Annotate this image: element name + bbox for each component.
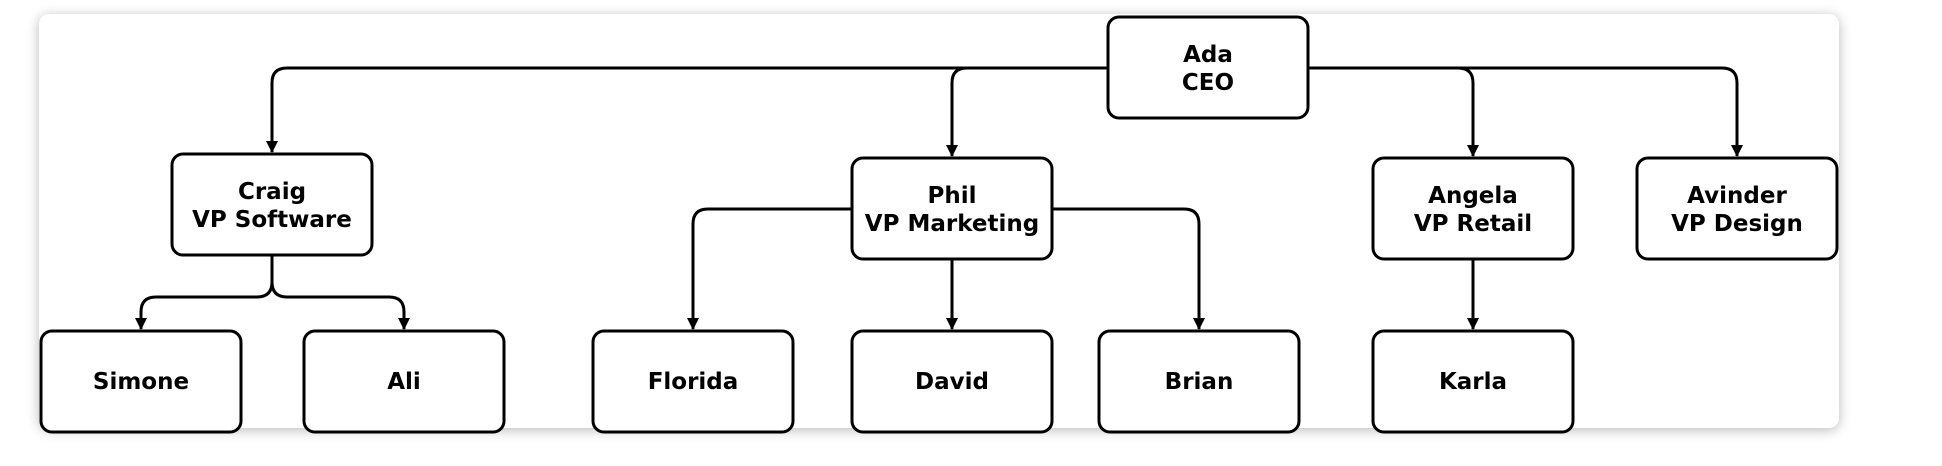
edge-ada-avinder	[1308, 66, 1743, 157]
node-phil-name: Phil	[928, 183, 977, 209]
node-phil-role: VP Marketing	[865, 211, 1039, 237]
node-angela-role: VP Retail	[1414, 211, 1532, 237]
node-avinder-name: Avinder	[1687, 183, 1787, 209]
edge-ada-craig	[266, 66, 1108, 153]
edge-ada-phil	[946, 66, 1108, 157]
edge-craig-simone	[135, 255, 274, 330]
node-ada[interactable]: Ada CEO	[1106, 15, 1310, 120]
node-florida-name: Florida	[648, 369, 739, 395]
node-david-name: David	[915, 369, 989, 395]
edge-phil-florida	[687, 207, 852, 330]
node-craig-name: Craig	[238, 179, 306, 205]
node-avinder[interactable]: Avinder VP Design	[1635, 156, 1839, 261]
node-ada-name: Ada	[1183, 42, 1233, 68]
node-karla-name: Karla	[1439, 369, 1507, 395]
node-david[interactable]: David	[850, 329, 1054, 434]
node-ali-name: Ali	[387, 369, 421, 395]
node-simone-name: Simone	[93, 369, 189, 395]
node-simone[interactable]: Simone	[39, 329, 243, 434]
node-ada-role: CEO	[1182, 70, 1234, 96]
node-brian[interactable]: Brian	[1097, 329, 1301, 434]
node-ali[interactable]: Ali	[302, 329, 506, 434]
node-craig-role: VP Software	[192, 207, 352, 233]
edge-phil-brian	[1052, 207, 1205, 330]
node-karla[interactable]: Karla	[1371, 329, 1575, 434]
edge-craig-ali	[270, 255, 410, 330]
node-angela-name: Angela	[1428, 183, 1518, 209]
node-florida[interactable]: Florida	[591, 329, 795, 434]
node-brian-name: Brian	[1165, 369, 1234, 395]
node-angela[interactable]: Angela VP Retail	[1371, 156, 1575, 261]
node-craig[interactable]: Craig VP Software	[170, 152, 374, 257]
node-phil[interactable]: Phil VP Marketing	[850, 156, 1054, 261]
node-avinder-role: VP Design	[1671, 211, 1803, 237]
edge-ada-angela	[1308, 66, 1479, 157]
